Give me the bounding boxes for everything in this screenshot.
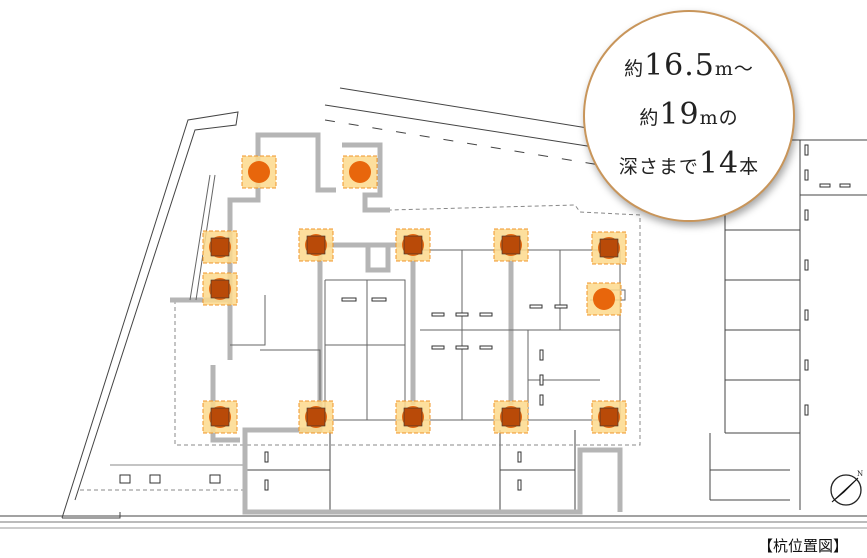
pile-marker (493, 228, 529, 262)
column (599, 238, 619, 258)
pile-depth-badge: 約16.5m〜 約19mの 深さまで14本 (583, 10, 795, 222)
column (501, 407, 521, 427)
badge-l3-prefix: 深さまで (618, 155, 699, 178)
site-lines (0, 87, 867, 529)
column (403, 235, 423, 255)
badge-l3-value: 14 (698, 145, 740, 181)
parking-marks (119, 144, 851, 491)
pile-marker (241, 155, 277, 189)
pile-marker (395, 400, 431, 434)
badge-l2-prefix: 約 (639, 106, 660, 129)
pile-marker (493, 400, 529, 434)
pile-marker (298, 228, 334, 262)
column (210, 407, 230, 427)
pile-marker (591, 231, 627, 265)
pile-marker (202, 230, 238, 264)
column (599, 407, 619, 427)
figure-caption: 【杭位置図】 (758, 537, 849, 555)
pile-marker (342, 155, 378, 189)
badge-l3-suffix: 本 (739, 155, 760, 178)
badge-l2-value: 19 (659, 96, 700, 132)
piles (202, 155, 627, 434)
column (210, 237, 230, 257)
badge-l2-suffix: mの (699, 106, 739, 129)
pile-marker (395, 228, 431, 262)
column (403, 407, 423, 427)
pile-marker (591, 400, 627, 434)
column (501, 235, 521, 255)
badge-l1-suffix: m〜 (714, 57, 754, 80)
interior-lines (189, 174, 626, 421)
building-walls (170, 132, 623, 515)
column (210, 279, 230, 299)
pile-marker (202, 272, 238, 306)
pile-marker (202, 400, 238, 434)
badge-l1-prefix: 約 (624, 57, 645, 80)
north-arrow-icon (831, 477, 859, 503)
compass: N (830, 470, 863, 506)
pile-circle (248, 161, 270, 183)
column (306, 407, 326, 427)
pile-marker (586, 282, 622, 316)
pile-circle (593, 288, 615, 310)
badge-l1-value: 16.5 (644, 47, 715, 83)
pile-circle (349, 161, 371, 183)
dash-marks (341, 297, 568, 406)
column (306, 235, 326, 255)
compass-label: N (857, 470, 863, 478)
pile-marker (298, 400, 334, 434)
